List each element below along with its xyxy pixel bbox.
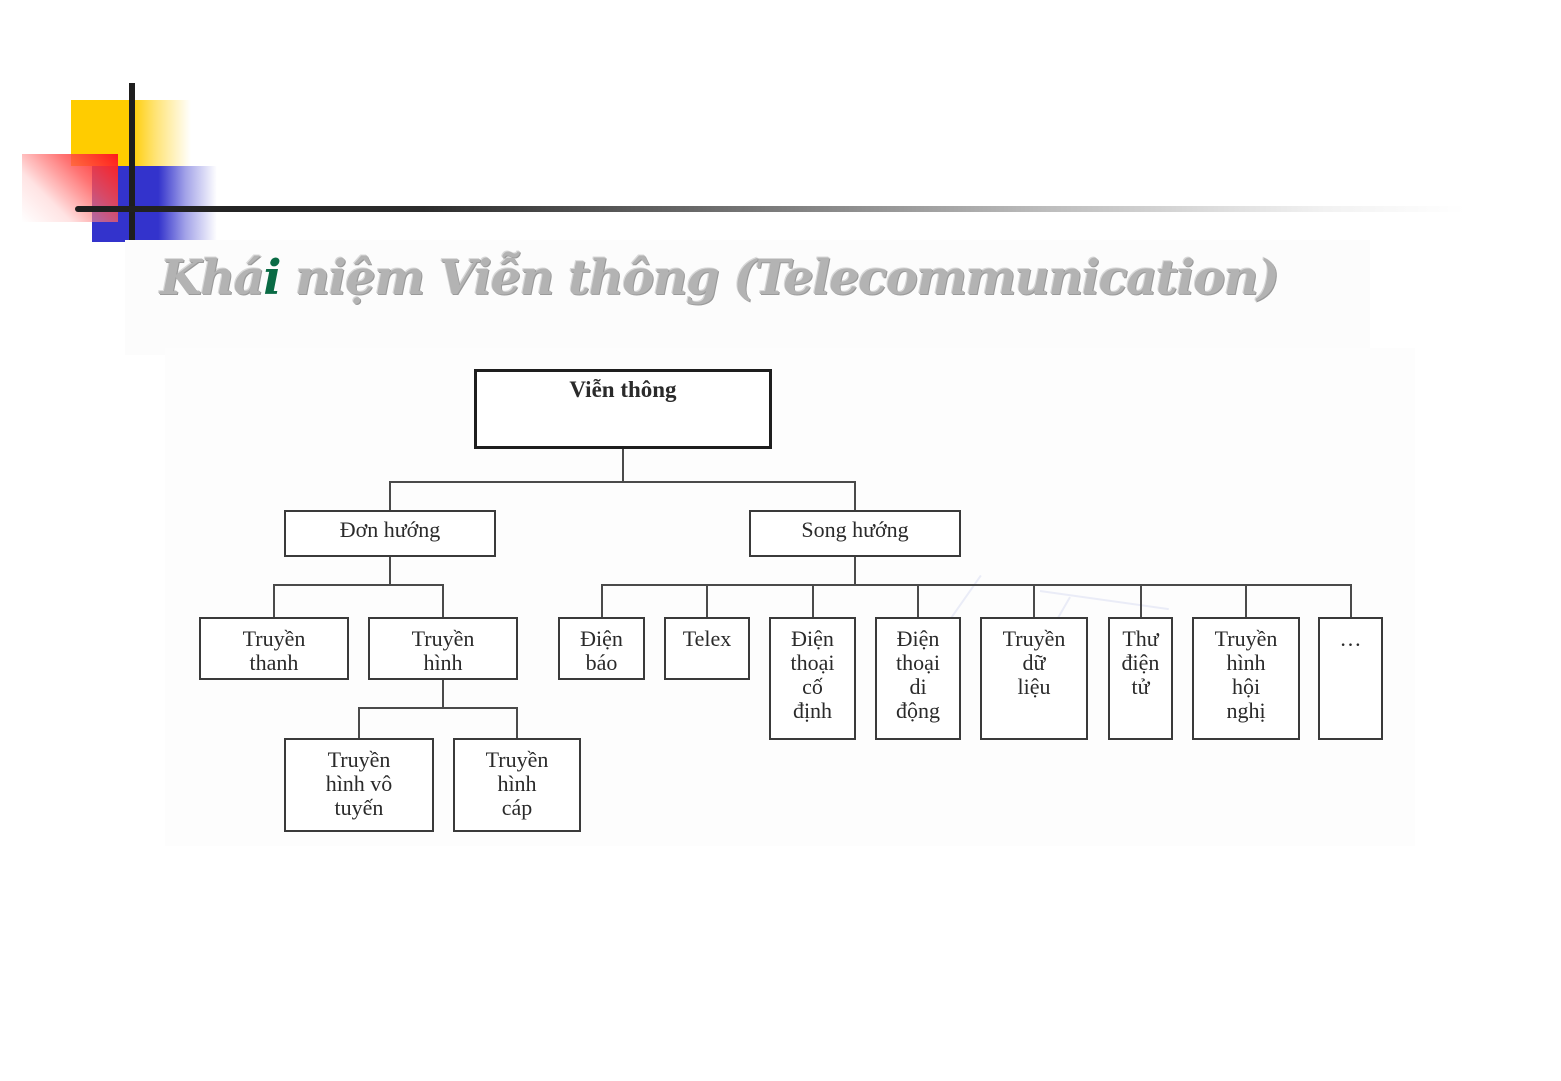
connector-line: [389, 482, 391, 510]
title-prefix: Khá: [160, 250, 265, 306]
node-dien-thoai-co-dinh: Điện thoại cố định: [769, 617, 856, 740]
connector-line: [1245, 585, 1247, 617]
title-accent-letter: i: [263, 250, 281, 306]
node-song-huong: Song hướng: [749, 510, 961, 557]
title-background: [125, 240, 1370, 355]
connector-line: [516, 708, 518, 738]
connector-line: [358, 707, 518, 709]
connector-line: [389, 557, 391, 585]
node-truyen-du-lieu: Truyền dữ liệu: [980, 617, 1088, 740]
connector-line: [600, 585, 603, 617]
connector-line: [273, 585, 275, 617]
connector-line: [811, 585, 814, 617]
connector-line: [854, 557, 856, 585]
connector-line: [600, 584, 1352, 586]
node-thu-dien-tu: Thư điện tử: [1108, 617, 1173, 740]
node-truyen-thanh: Truyền thanh: [199, 617, 349, 680]
connector-line: [917, 585, 919, 617]
connector-line: [442, 585, 444, 617]
node-telex: Telex: [664, 617, 750, 680]
logo-vertical-bar: [129, 83, 135, 248]
node-dien-bao: Điện báo: [558, 617, 645, 680]
node-don-huong: Đơn hướng: [284, 510, 496, 557]
slide-title: Khái niệm Viễn thông (Telecommunication): [160, 250, 1280, 306]
connector-line: [622, 449, 624, 482]
connector-line: [442, 680, 444, 708]
title-underline-bar: [75, 206, 1465, 212]
connector-line: [1033, 585, 1035, 617]
node-truyen-hinh-hoi-nghi: Truyền hình hội nghị: [1192, 617, 1300, 740]
node-truyen-hinh-vo-tuyen: Truyền hình vô tuyến: [284, 738, 434, 832]
node-truyen-hinh-cap: Truyền hình cáp: [453, 738, 581, 832]
connector-line: [854, 482, 856, 510]
connector-line: [389, 481, 856, 483]
connector-line: [706, 585, 708, 617]
connector-line: [1139, 585, 1142, 617]
title-suffix: niệm Viễn thông (Telecommunication): [279, 250, 1280, 306]
node-vien-thong: Viễn thông: [474, 369, 772, 449]
node-truyen-hinh: Truyền hình: [368, 617, 518, 680]
node-khac: …: [1318, 617, 1383, 740]
node-dien-thoai-di-dong: Điện thoại di động: [875, 617, 961, 740]
connector-line: [358, 708, 360, 738]
connector-line: [273, 584, 444, 586]
connector-line: [1349, 585, 1352, 617]
